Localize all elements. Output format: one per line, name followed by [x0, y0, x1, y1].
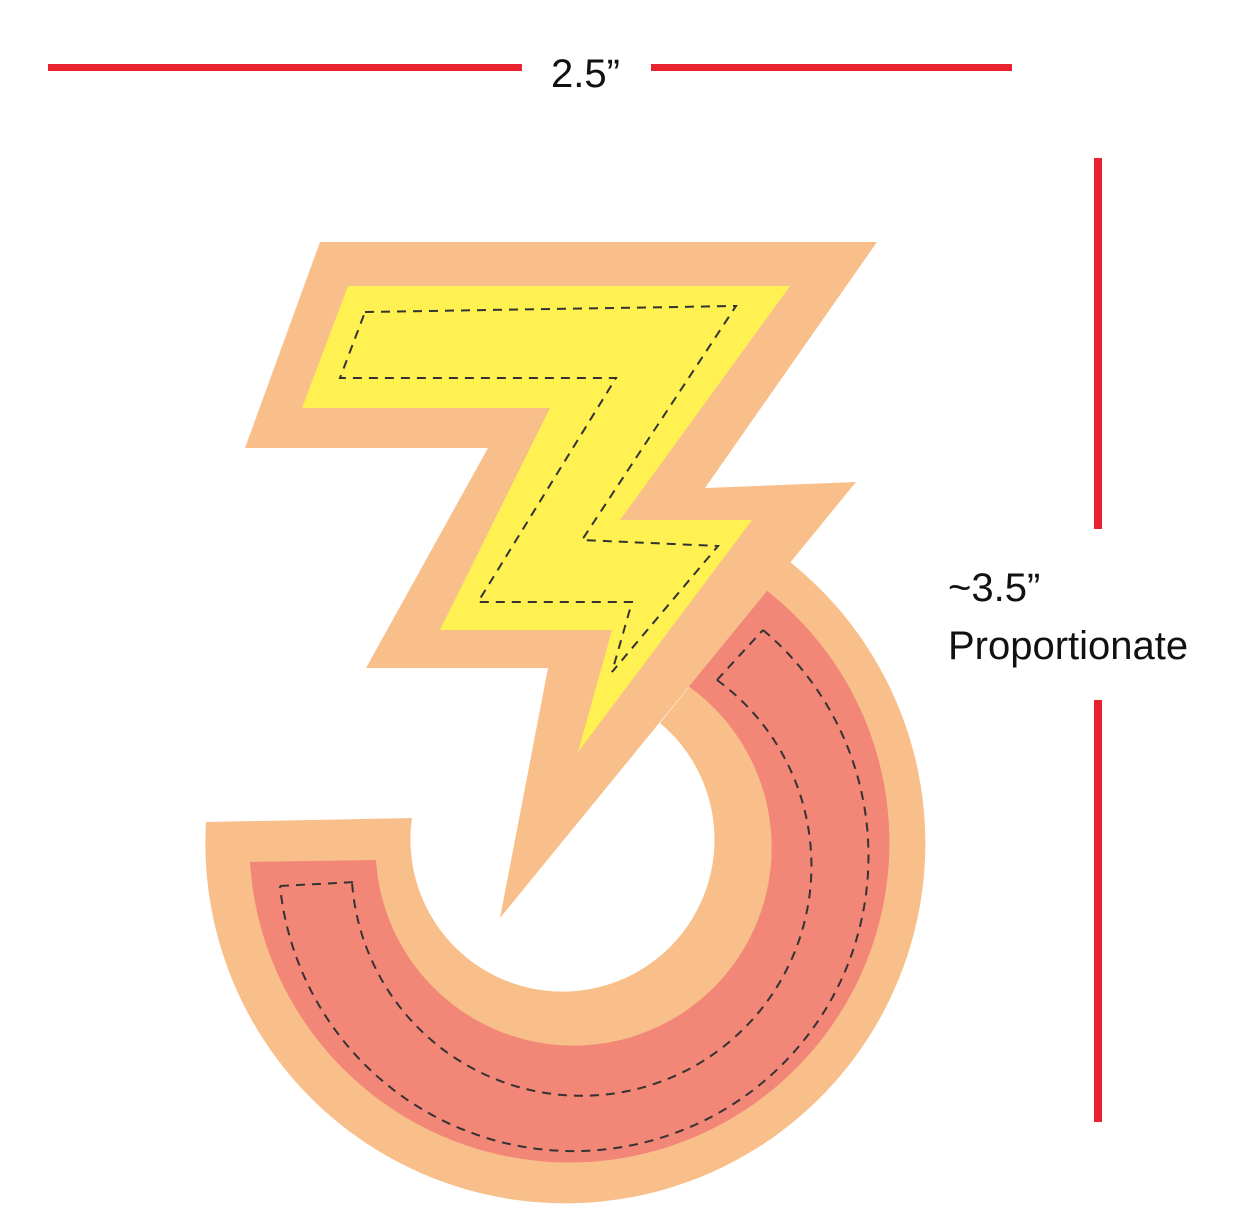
width-dimension-label: 2.5”: [551, 52, 620, 96]
arc-stitch-caps: [279, 629, 764, 887]
height-dimension-label: ~3.5”: [948, 566, 1041, 610]
height-dimension-note: Proportionate: [948, 624, 1189, 668]
arc-stitch-inner: [351, 679, 813, 1097]
bolt-fill: [302, 286, 790, 752]
height-dimension-line-top: [1094, 158, 1102, 529]
arc-stitch-outer: [279, 629, 870, 1153]
width-dimension-line-right: [651, 64, 1012, 71]
height-dimension-line-bottom: [1094, 700, 1102, 1122]
width-dimension-line-left: [48, 64, 522, 71]
